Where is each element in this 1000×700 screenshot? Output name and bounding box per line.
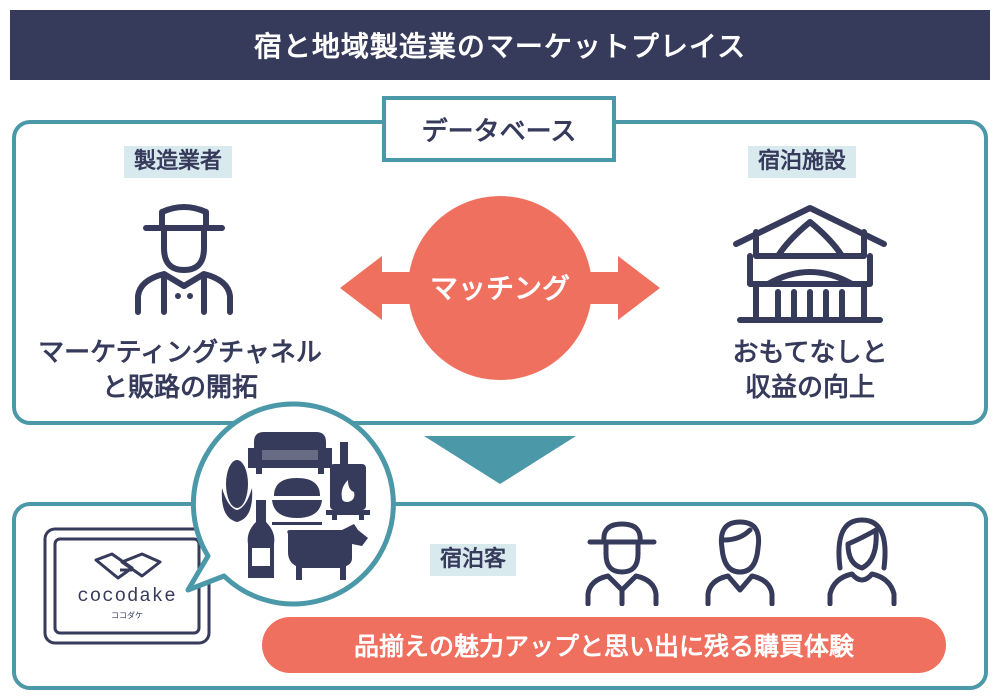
- farmer-icon: [135, 204, 233, 315]
- man-icon: [705, 519, 775, 606]
- handshake-icon: [94, 552, 162, 580]
- sake-bottle-icon: [247, 500, 275, 578]
- stove-icon: [326, 442, 370, 520]
- matching-circle: [408, 196, 592, 380]
- manufacturer-tag: 製造業者: [124, 146, 233, 179]
- corn-icon: [221, 460, 253, 522]
- inn-building-icon: [733, 205, 887, 323]
- inn-tag: 宿泊施設: [748, 146, 857, 179]
- manufacturer-description: マーケティングチャネル と販路の開拓: [38, 338, 322, 404]
- bowl-icon: [272, 478, 322, 525]
- sofa-icon: [248, 432, 332, 474]
- woman-icon: [827, 517, 897, 606]
- matching-label: マッチング: [429, 272, 570, 305]
- matching-graphic: [340, 196, 660, 380]
- logo-name: cocodake: [77, 585, 177, 607]
- down-arrow-icon: [424, 436, 576, 484]
- inn-description: おもてなしと 収益の向上: [732, 338, 888, 404]
- guest-tag: 宿泊客: [430, 544, 517, 577]
- database-label: データベース: [382, 96, 616, 162]
- value-banner: 品揃えの魅力アップと思い出に残る購買体験: [262, 617, 946, 673]
- man-bowler-hat-icon: [585, 521, 659, 606]
- cow-icon: [287, 524, 368, 580]
- page-title: 宿と地域製造業のマーケットプレイス: [10, 10, 990, 80]
- logo-kana: ココダケ: [111, 611, 143, 620]
